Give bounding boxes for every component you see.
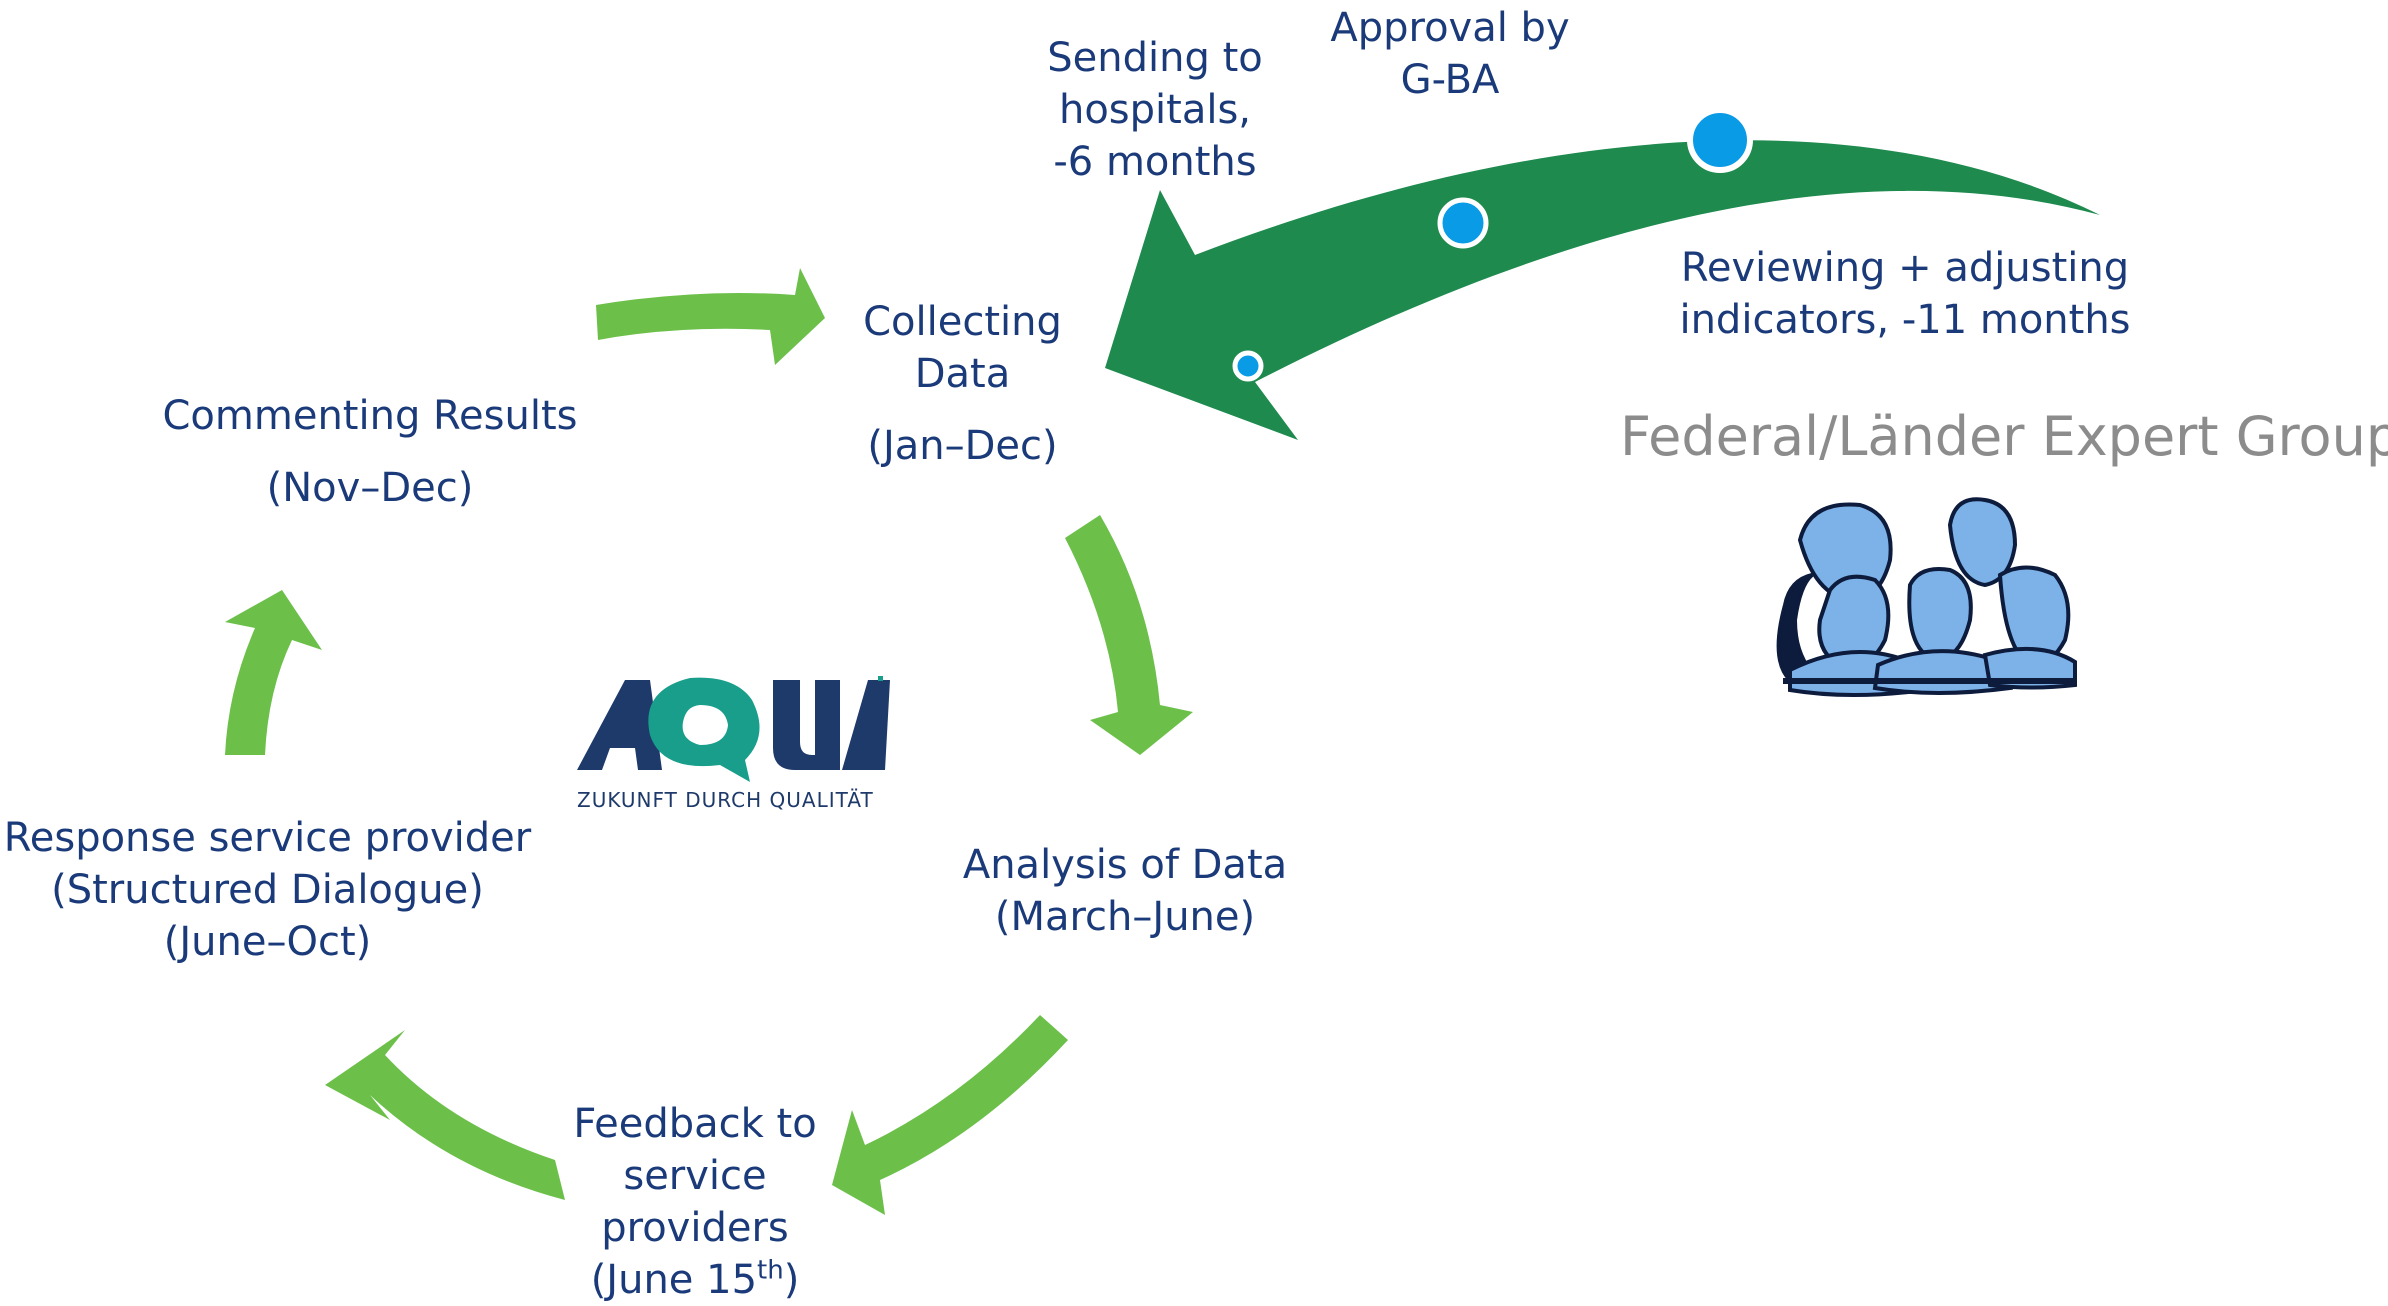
- cycle-arrow-analysis-to-feedback: [832, 1015, 1068, 1215]
- people-group-icon: [1776, 497, 2077, 697]
- expert-groups-label: Federal/Länder Expert Groups: [1620, 405, 2388, 468]
- feedback-line2: service: [623, 1153, 767, 1199]
- milestone-dot-large: [1687, 107, 1753, 173]
- analysis-line2: (March–June): [994, 894, 1256, 940]
- feedback-date-post: ): [783, 1257, 800, 1303]
- analysis-line1: Analysis of Data: [962, 842, 1288, 888]
- timeline-arrow: [1105, 140, 2100, 440]
- approval-line1: Approval by: [1330, 5, 1570, 51]
- sending-line3: -6 months: [1053, 139, 1257, 185]
- feedback-line4: (June 15th): [560, 1254, 830, 1306]
- reviewing-line2: indicators, -11 months: [1679, 297, 2131, 343]
- sending-label: Sending to hospitals, -6 months: [1040, 32, 1270, 188]
- response-line1: Response service provider: [3, 815, 532, 861]
- collecting-title-line2: Data: [914, 351, 1011, 397]
- milestone-dot-medium: [1437, 197, 1489, 249]
- collecting-title-line1: Collecting: [863, 299, 1062, 345]
- feedback-date-sup: th: [757, 1255, 784, 1286]
- commenting-label: Commenting Results (Nov–Dec): [155, 390, 585, 514]
- collecting-data-label: Collecting Data (Jan–Dec): [840, 296, 1085, 472]
- milestone-dot-small: [1232, 350, 1264, 382]
- feedback-line3: providers: [601, 1205, 789, 1251]
- sending-line2: hospitals,: [1058, 87, 1252, 133]
- approval-line2: G-BA: [1400, 57, 1500, 103]
- response-line3: (June–Oct): [163, 919, 372, 965]
- feedback-label: Feedback to service providers (June 15th…: [560, 1098, 830, 1306]
- cycle-arrow-response-to-commenting: [225, 590, 322, 755]
- cycle-arrow-collecting-to-analysis: [1065, 515, 1193, 755]
- commenting-line1: Commenting Results: [162, 393, 578, 439]
- aqua-logo: [577, 676, 890, 782]
- response-line2: (Structured Dialogue): [51, 867, 484, 913]
- reviewing-label: Reviewing + adjusting indicators, -11 mo…: [1670, 242, 2140, 346]
- analysis-of-data-label: Analysis of Data (March–June): [960, 839, 1290, 943]
- reviewing-line1: Reviewing + adjusting: [1680, 245, 2130, 291]
- approval-label: Approval by G-BA: [1320, 2, 1580, 106]
- response-label: Response service provider (Structured Di…: [0, 812, 535, 968]
- cycle-arrow-commenting-to-collecting: [596, 268, 825, 365]
- feedback-line1: Feedback to: [573, 1101, 817, 1147]
- commenting-line2: (Nov–Dec): [266, 465, 474, 511]
- cycle-arrow-feedback-to-response: [325, 1030, 565, 1200]
- collecting-period: (Jan–Dec): [867, 423, 1058, 469]
- logo-tagline: ZUKUNFT DURCH QUALITÄT: [577, 788, 874, 812]
- sending-line1: Sending to: [1047, 35, 1263, 81]
- feedback-date-pre: (June 15: [590, 1257, 758, 1303]
